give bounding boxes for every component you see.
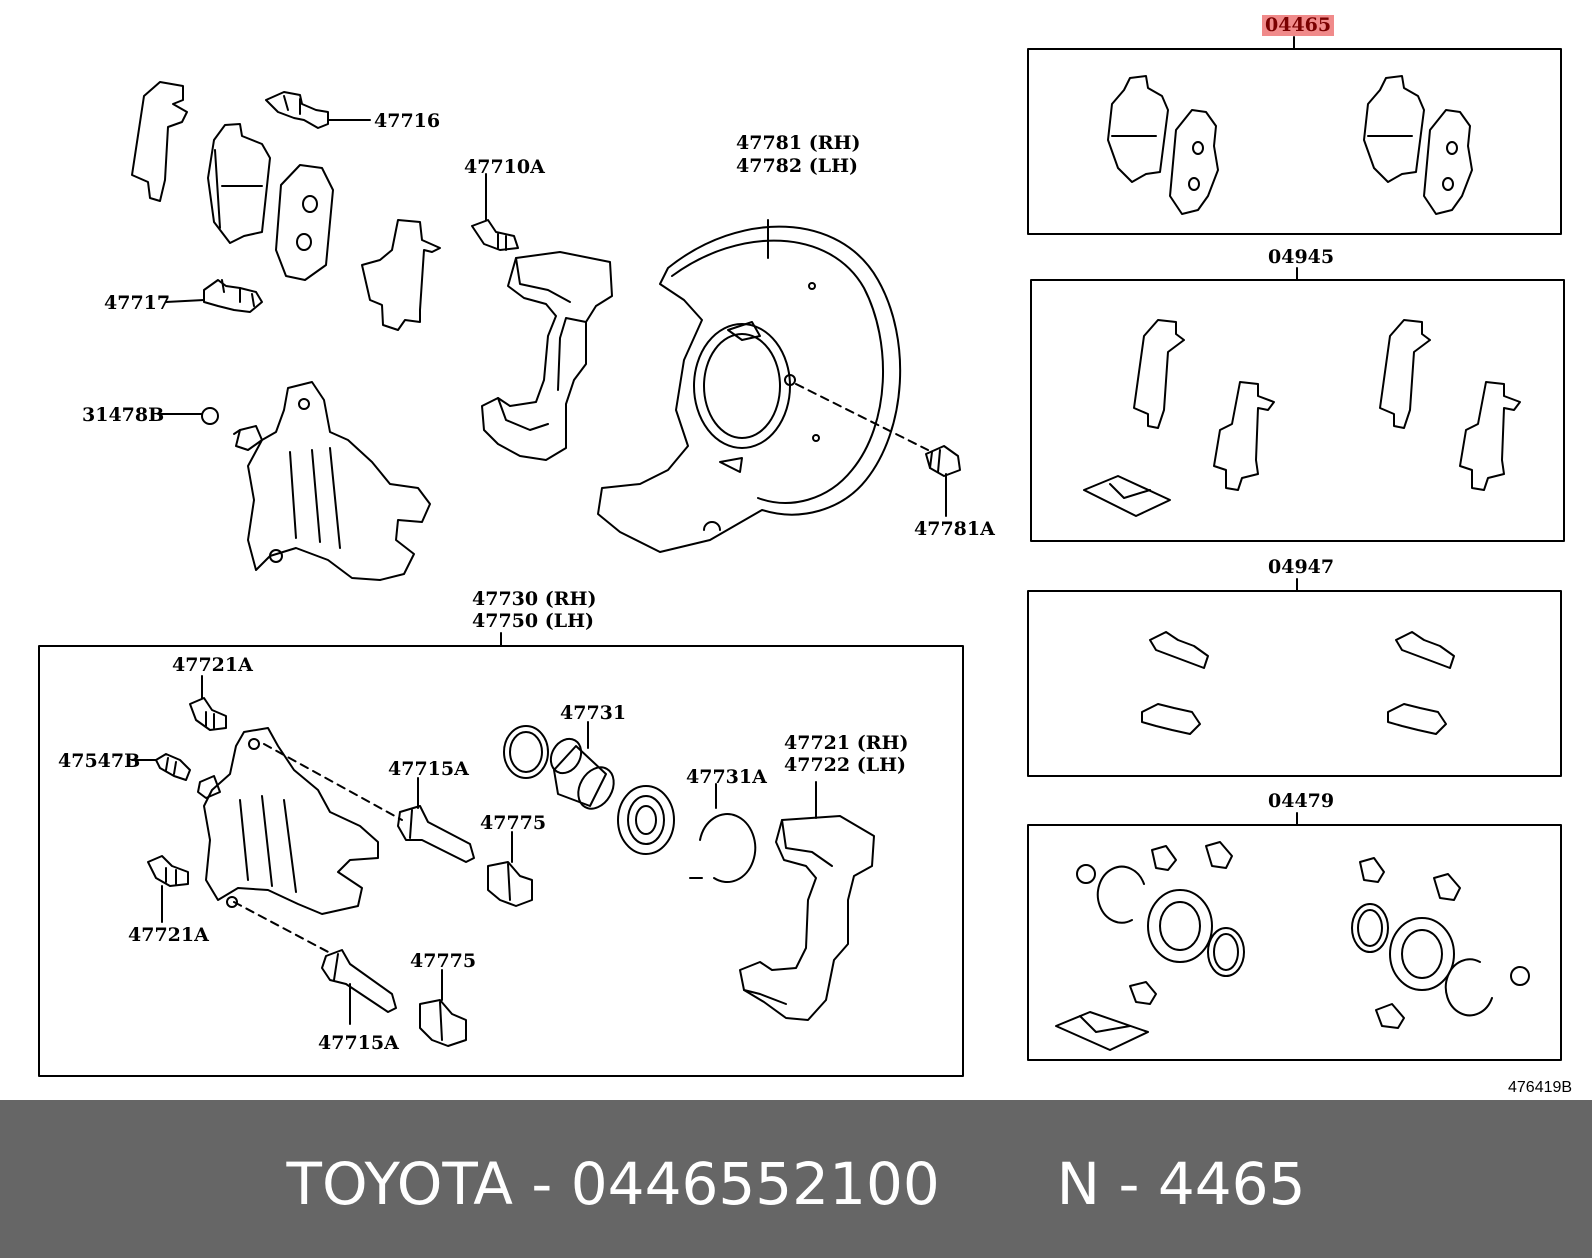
label-47722-lh: 47722 (LH) [784, 754, 907, 776]
label-47721A-top: 47721A [172, 654, 253, 676]
bleeder-screw-47547B [131, 753, 191, 781]
piston-47731 [549, 721, 615, 810]
part-info-footer: TOYOTA - 0446552100 N - 4465 [0, 1100, 1592, 1258]
kit-04465-pad-set-1 [1107, 75, 1219, 215]
separator: - [1118, 1150, 1140, 1218]
dust-cover-shield [597, 219, 902, 553]
caliper-cylinder [197, 727, 379, 915]
brake-pad-inner [207, 123, 271, 244]
label-47775-bottom: 47775 [410, 950, 477, 972]
bolt-47781A [925, 445, 961, 517]
label-47721-rh: 47721 (RH) [784, 732, 909, 754]
anti-squeal-shim-left [131, 81, 188, 202]
kit-box-04945 [1030, 279, 1565, 542]
clip-47716 [265, 91, 371, 129]
label-47710A: 47710A [464, 156, 545, 178]
label-47731A: 47731A [686, 766, 767, 788]
bolt-leader-dashed [795, 383, 929, 451]
label-47730-rh: 47730 (RH) [472, 588, 597, 610]
guide-pin-leader-top [263, 743, 403, 821]
label-47781-rh: 47781 (RH) [736, 132, 861, 154]
bleeder-plug-31478B [157, 407, 219, 425]
kit-04465-pad-set-2 [1363, 75, 1473, 215]
bolt-47721A-top [189, 675, 227, 731]
label-47716: 47716 [374, 110, 441, 132]
guide-pin-leader-bottom [233, 901, 333, 955]
caliper-body-upper [233, 381, 431, 581]
clip-47717 [165, 279, 263, 313]
label-47775-top: 47775 [480, 812, 547, 834]
brake-pad-outer [275, 164, 334, 281]
kit-label-04947: 04947 [1268, 556, 1335, 578]
label-47547B: 47547B [58, 750, 141, 772]
guide-pin-boot-47775-top [487, 831, 533, 907]
label-47717: 47717 [104, 292, 171, 314]
part-info-line: TOYOTA - 0446552100 N - 4465 [0, 1150, 1592, 1218]
caliper-mounting-bracket [481, 251, 613, 461]
kit-04479-seal-set-1 [1055, 841, 1245, 1051]
bolt-47710A [471, 173, 519, 251]
torque-plate-47721 [739, 781, 875, 1021]
label-47782-lh: 47782 (LH) [736, 155, 859, 177]
kit-04947-clips [1141, 631, 1455, 735]
kit-04945-shims [1083, 319, 1521, 517]
guide-pin-47715A-bottom [321, 949, 397, 1025]
kit-label-04479: 04479 [1268, 790, 1335, 812]
kit-04479-seal-set-2 [1351, 857, 1530, 1029]
kit-box-04479 [1027, 824, 1562, 1061]
piston-seal [503, 725, 549, 779]
label-47715A-top: 47715A [388, 758, 469, 780]
parts-diagram: 47716 47717 47710A 47781 (RH) 47782 (LH)… [38, 15, 1573, 1096]
ref-number: 4465 [1157, 1150, 1306, 1218]
label-47721A-bottom: 47721A [128, 924, 209, 946]
bolt-47721A-bottom [147, 855, 189, 923]
diagram-code: 476419B [1508, 1079, 1573, 1096]
cylinder-boot [617, 785, 675, 855]
kit-box-04947 [1027, 590, 1562, 777]
label-31478B: 31478B [82, 404, 165, 426]
label-47750-lh: 47750 (LH) [472, 610, 595, 632]
guide-pin-47715A-top [397, 777, 475, 863]
separator: - [531, 1150, 553, 1218]
guide-pin-boot-47775-bottom [419, 969, 467, 1047]
kit-label-04945: 04945 [1268, 246, 1335, 268]
set-ring-47731A [689, 783, 757, 883]
anti-squeal-shim-right [361, 219, 441, 331]
label-47715A-bottom: 47715A [318, 1032, 399, 1054]
kit-label-04465-highlighted: 04465 [1262, 15, 1335, 36]
brand-name: TOYOTA [286, 1150, 513, 1218]
label-47731: 47731 [560, 702, 627, 724]
part-number: 0446552100 [570, 1150, 940, 1218]
label-47781A: 47781A [914, 518, 995, 540]
ref-prefix: N [1056, 1150, 1101, 1218]
